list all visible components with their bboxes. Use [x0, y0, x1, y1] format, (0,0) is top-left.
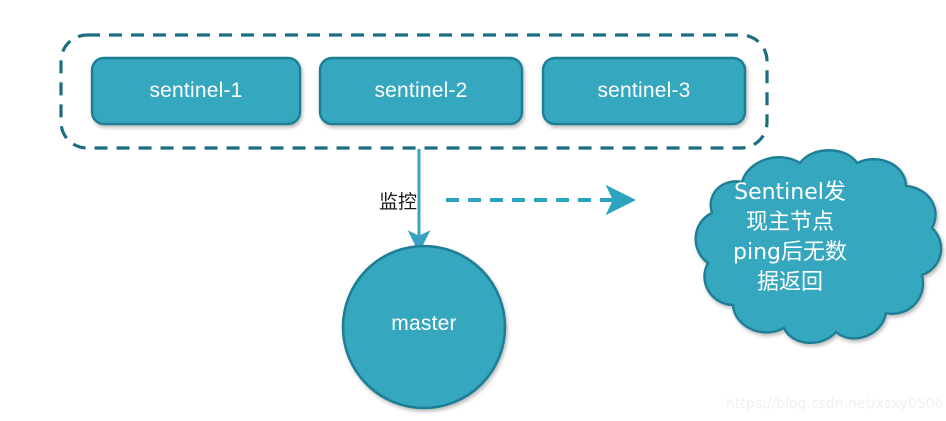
- sentinel-item-3-label: sentinel-3: [597, 79, 691, 102]
- sentinel-node-3-shape[interactable]: [541, 56, 747, 126]
- sentinel-cluster-container: [59, 33, 769, 150]
- sentinel-item-1-label: sentinel-1: [149, 79, 243, 102]
- sentinel-item-3[interactable]: sentinel-3: [543, 58, 745, 124]
- cloud-node-shape[interactable]: [694, 149, 943, 345]
- sentinel-node-2-shape[interactable]: [318, 56, 524, 126]
- sentinel-item-1[interactable]: sentinel-1: [92, 58, 300, 124]
- sentinel-node-1-shape[interactable]: [90, 56, 302, 126]
- sentinel-item-2[interactable]: sentinel-2: [320, 58, 522, 124]
- sentinel-item-2-label: sentinel-2: [374, 79, 468, 102]
- master-node-shape[interactable]: [341, 244, 507, 410]
